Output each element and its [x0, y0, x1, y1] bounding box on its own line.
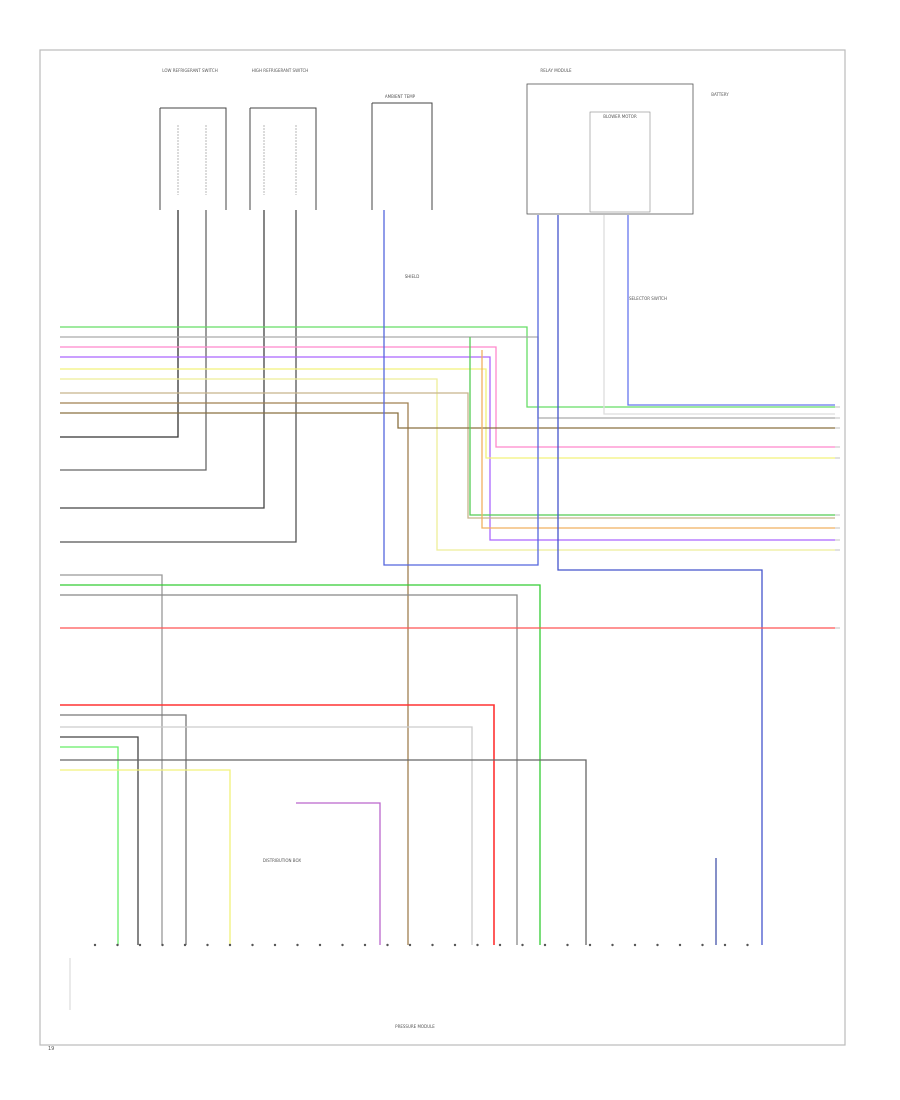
component-label-left-2: HIGH REFRIGERANT SWITCH	[252, 68, 309, 73]
wire-green-2	[469, 337, 835, 516]
wire-brown-2	[60, 412, 835, 429]
wire-blue-3	[627, 215, 835, 406]
connector-pin	[273, 943, 277, 947]
wire-violet-short	[296, 802, 381, 945]
connector-pin	[723, 943, 727, 947]
connector-pin	[318, 943, 322, 947]
connector-pin	[408, 943, 412, 947]
wire-yellow-2	[60, 378, 835, 551]
connector-pin	[341, 943, 344, 947]
connector-pin	[453, 943, 457, 947]
wire-black-2	[60, 210, 207, 471]
wire-black-1	[60, 210, 179, 438]
connector-pin	[138, 943, 142, 947]
connector-pin	[228, 943, 232, 947]
connector-row	[69, 943, 749, 1010]
component-box-left-1: LOW REFRIGERANT SWITCH	[159, 68, 227, 210]
connector-pin	[476, 943, 479, 947]
wire-green-top	[60, 326, 835, 408]
wire-yellow-1	[60, 368, 835, 459]
connector-pin	[701, 943, 704, 947]
connector-pin	[656, 943, 659, 947]
component-label-battery: BATTERY	[711, 92, 729, 97]
wire-blue-1	[383, 210, 539, 566]
bottom-module-label: PRESSURE MODULE	[395, 1024, 435, 1029]
diagram-frame	[39, 49, 846, 1046]
wire-lightgray-right	[603, 215, 835, 415]
wire-gray-low-3	[60, 759, 587, 945]
connector-pin	[521, 943, 524, 947]
side-note-selector: SELECTOR SWITCH	[629, 296, 667, 301]
connector-pin	[206, 943, 209, 947]
connector-pin	[296, 943, 299, 947]
page-number: 19	[48, 1046, 54, 1052]
wire-violet-top	[60, 356, 835, 541]
wire-pink-top	[60, 346, 835, 448]
connector-pin	[678, 943, 682, 947]
component-label-right: RELAY MODULE	[540, 68, 572, 73]
connector-pin	[633, 943, 637, 947]
wire-gray-mid	[60, 574, 163, 945]
wire-brown-1	[60, 402, 409, 945]
wire-gray-top	[60, 336, 835, 419]
connector-pin	[116, 943, 119, 947]
component-label-blower: BLOWER MOTOR	[603, 114, 637, 119]
component-box-left-2: HIGH REFRIGERANT SWITCH	[249, 68, 317, 210]
wire-gray-low-2	[60, 726, 473, 945]
connector-pin	[161, 943, 164, 947]
connector-pin	[93, 943, 97, 947]
wire-yellow-low	[60, 769, 231, 945]
component-label-left-1: LOW REFRIGERANT SWITCH	[162, 68, 217, 73]
connector-pin	[431, 943, 434, 947]
connector-pin	[566, 943, 569, 947]
component-label-center: AMBIENT TEMP	[385, 94, 416, 99]
wire-black-3	[60, 210, 265, 509]
connector-pin	[746, 943, 749, 947]
wire-gray-mid-2	[60, 594, 518, 945]
wire-blue-2	[557, 215, 763, 945]
side-note-shield: SHIELD	[405, 274, 420, 279]
wire-red-low	[60, 704, 495, 945]
connector-pin	[588, 943, 592, 947]
connector-pin	[386, 943, 389, 947]
wire-green-mid	[60, 584, 541, 945]
wire-tan	[60, 392, 835, 519]
wire-green-low	[60, 746, 119, 945]
connector-pin	[543, 943, 547, 947]
connector-pin	[498, 943, 502, 947]
wire-orange	[481, 350, 835, 529]
right-edge-terminals	[835, 406, 840, 629]
wire-black-4	[60, 210, 297, 543]
wire-gray-low-1	[60, 714, 187, 945]
wire-black-low	[60, 736, 139, 945]
side-note-distribution: DISTRIBUTION BOX	[263, 858, 301, 863]
component-box-center: AMBIENT TEMP SHIELD	[371, 94, 433, 279]
wire-harness	[60, 210, 835, 945]
connector-pin	[251, 943, 254, 947]
connector-pin	[363, 943, 367, 947]
connector-pin	[183, 943, 187, 947]
connector-pin	[611, 943, 614, 947]
component-box-right: RELAY MODULE BATTERY BLOWER MOTOR SELECT…	[526, 68, 729, 301]
